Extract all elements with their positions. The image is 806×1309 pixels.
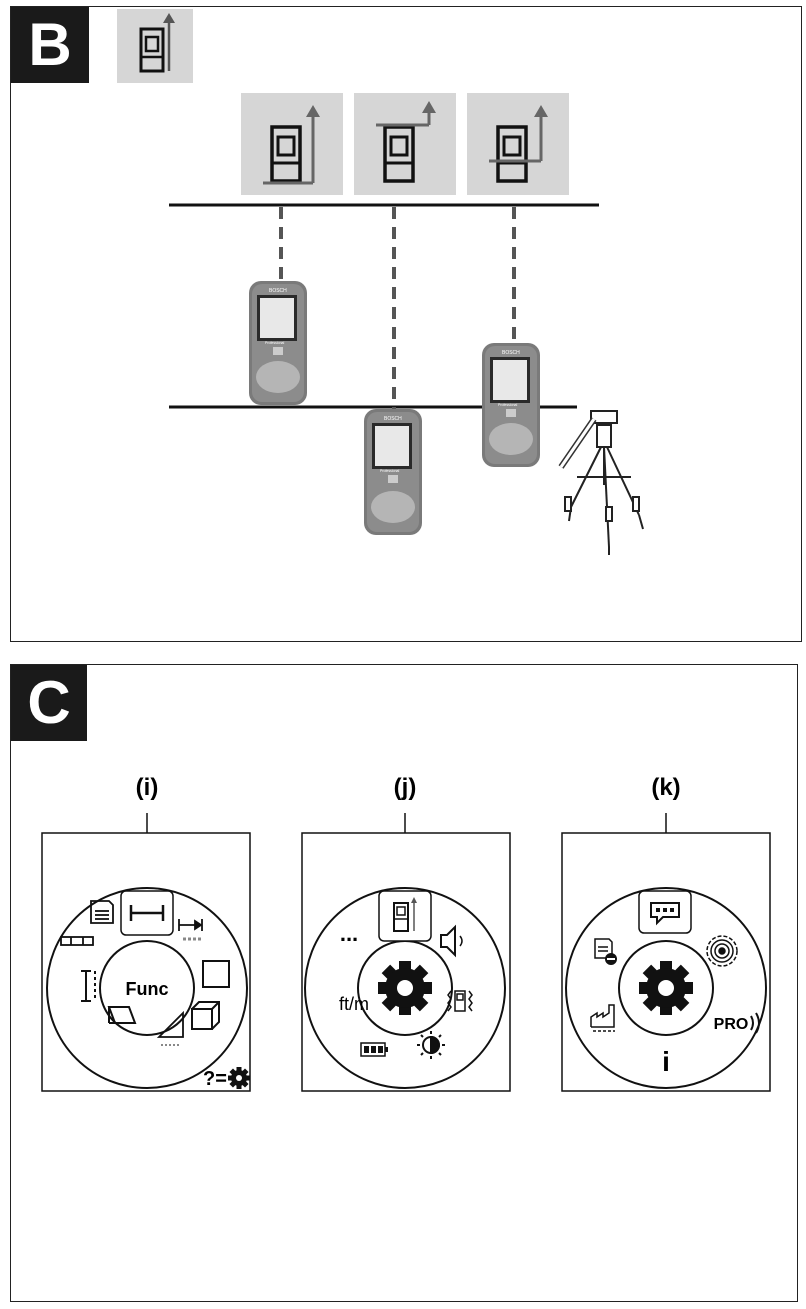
svg-text:Professional: Professional bbox=[498, 403, 517, 407]
sound-icon bbox=[440, 924, 463, 958]
wall-area-icon bbox=[107, 1006, 137, 1024]
panel-letter-b: B bbox=[11, 7, 89, 83]
bluetooth-icon bbox=[706, 935, 738, 967]
svg-text:Professional: Professional bbox=[265, 341, 284, 345]
menu-i: (i) Func bbox=[41, 774, 251, 1092]
delete-memory-icon bbox=[594, 938, 617, 965]
laser-device-1: BOSCH Professional bbox=[249, 281, 307, 405]
brightness-icon bbox=[417, 1031, 445, 1059]
memory-icon bbox=[90, 900, 114, 924]
settings-gear-icon bbox=[639, 961, 693, 1015]
settings-gear-icon bbox=[378, 961, 432, 1015]
panel-c-illustration: (i) Func bbox=[41, 774, 771, 1092]
length-measurement-icon bbox=[120, 890, 174, 936]
continuous-measurement-icon bbox=[178, 919, 203, 941]
factory-reset-icon bbox=[590, 1004, 615, 1032]
svg-text:BOSCH: BOSCH bbox=[502, 350, 520, 356]
info-text: i bbox=[662, 1046, 670, 1077]
stakeout-icon bbox=[81, 970, 96, 1002]
gear-icon bbox=[228, 1067, 250, 1089]
menu-i-label: (i) bbox=[136, 774, 159, 801]
svg-text:BOSCH: BOSCH bbox=[384, 416, 402, 422]
svg-text:BOSCH: BOSCH bbox=[269, 288, 287, 294]
figure-panel-c: C (i) Func bbox=[10, 664, 798, 1302]
units-text: ft/m bbox=[339, 994, 369, 1014]
svg-text:Professional: Professional bbox=[380, 469, 399, 473]
help-settings-text: ?= bbox=[203, 1068, 227, 1090]
reference-mode-bottom-icon bbox=[241, 93, 343, 195]
indirect-measurement-icon bbox=[156, 1010, 184, 1046]
menu-j-label: (j) bbox=[394, 774, 417, 801]
menu-k: (k) bbox=[561, 774, 771, 1092]
menu-j: (j) bbox=[301, 774, 511, 1092]
reference-mode-middle-icon bbox=[354, 93, 456, 195]
tripod-illustration bbox=[558, 410, 644, 555]
pro-text: PRO bbox=[714, 1016, 749, 1033]
vibration-icon bbox=[447, 990, 473, 1012]
laser-device-2: BOSCH Professional bbox=[364, 409, 422, 535]
reference-level-icon bbox=[117, 9, 193, 83]
reference-level-icon bbox=[378, 890, 432, 942]
pro-signal-icon bbox=[750, 1012, 760, 1034]
area-icon bbox=[202, 960, 230, 988]
volume-icon bbox=[191, 1001, 220, 1030]
menu-k-label: (k) bbox=[651, 774, 680, 801]
figure-panel-b: B bbox=[10, 6, 802, 642]
more-text: ... bbox=[340, 921, 358, 946]
laser-device-3: BOSCH Professional bbox=[482, 343, 540, 467]
language-icon bbox=[638, 890, 692, 934]
panel-letter-c: C bbox=[11, 665, 87, 741]
battery-icon bbox=[360, 1042, 388, 1057]
level-icon bbox=[60, 936, 94, 946]
menu-i-center-text: Func bbox=[126, 979, 169, 999]
panel-b-illustration: BOSCH Professional BOSCH Professional BO… bbox=[117, 9, 644, 555]
reference-mode-top-icon bbox=[467, 93, 569, 195]
